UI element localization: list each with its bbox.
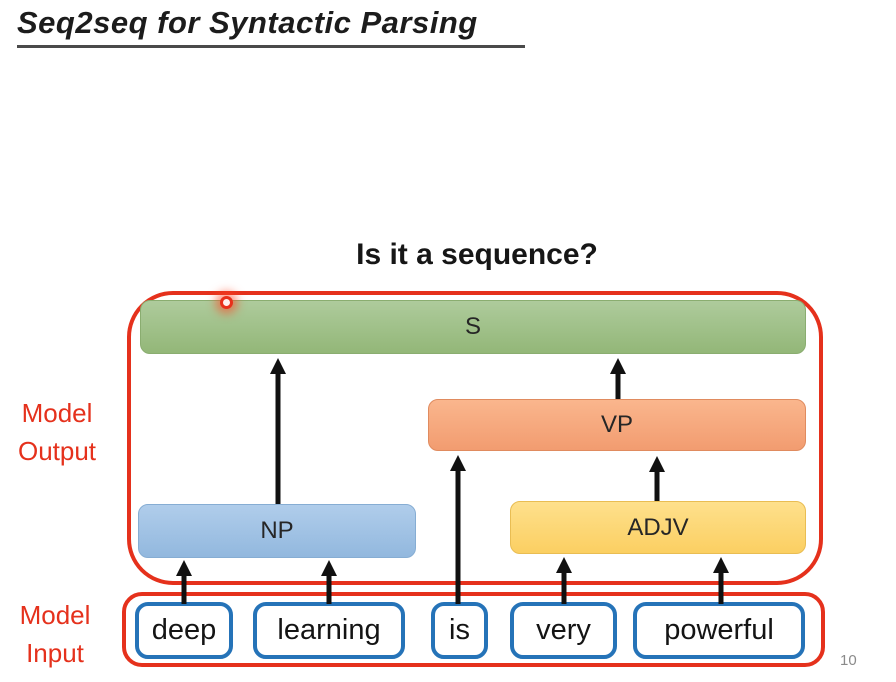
word-label: very — [536, 614, 591, 646]
word-box-deep: deep — [135, 602, 233, 659]
model-output-region — [127, 291, 823, 585]
word-box-is: is — [431, 602, 488, 659]
tree-node-np: NP — [138, 504, 416, 558]
page-number: 10 — [840, 652, 857, 669]
tree-node-s: S — [140, 300, 806, 354]
tree-node-adjv-label: ADJV — [627, 513, 689, 541]
model-output-label-line2: Output — [17, 436, 97, 466]
model-input-label-line1: Model — [19, 600, 91, 630]
model-input-label: Model Input — [0, 596, 110, 672]
question-heading: Is it a sequence? — [356, 238, 598, 271]
word-label: is — [449, 614, 470, 646]
word-label: powerful — [664, 614, 774, 646]
word-label: learning — [277, 614, 381, 646]
model-input-region — [122, 592, 825, 667]
tree-node-vp: VP — [428, 399, 806, 451]
tree-node-s-label: S — [464, 313, 481, 340]
word-box-very: very — [510, 602, 617, 659]
tree-node-adjv: ADJV — [510, 501, 806, 554]
model-input-label-line2: Input — [26, 638, 84, 668]
model-output-label: Model Output — [2, 394, 112, 470]
word-box-powerful: powerful — [633, 602, 805, 659]
slide-title: Seq2seq for Syntactic Parsing — [17, 5, 525, 48]
laser-pointer-dot — [220, 296, 233, 309]
tree-node-vp-label: VP — [600, 411, 633, 438]
word-label: deep — [151, 614, 217, 646]
model-output-label-line1: Model — [21, 398, 93, 428]
tree-node-np-label: NP — [260, 517, 294, 544]
word-box-learning: learning — [253, 602, 405, 659]
